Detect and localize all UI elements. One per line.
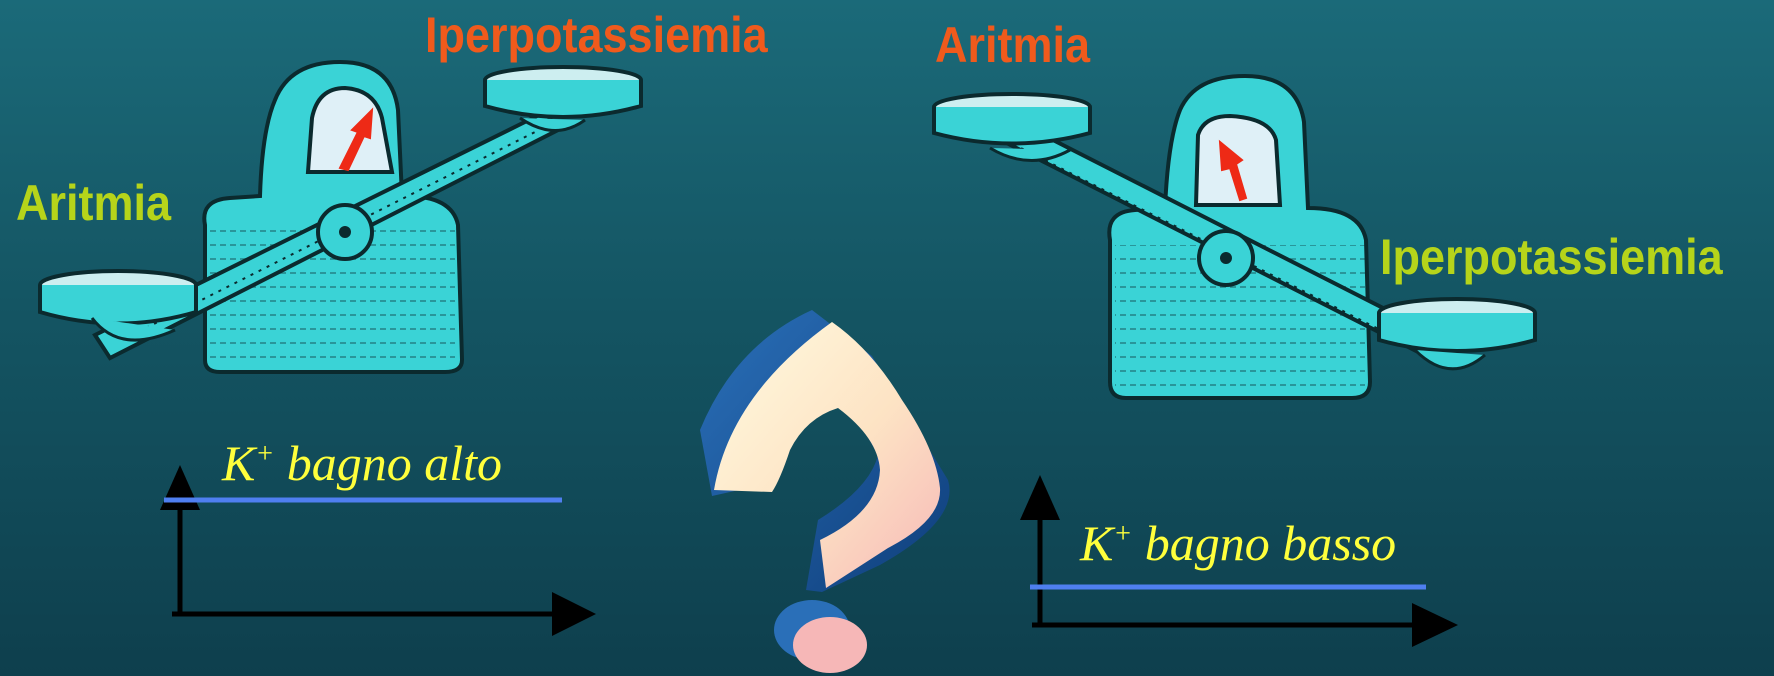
k-symbol: K — [1080, 515, 1113, 571]
left-light-pan-label: Iperpotassiemia — [425, 6, 768, 64]
left-graph-label: K+ bagno alto — [222, 434, 502, 492]
bath-condition-text: bagno alto — [287, 435, 502, 491]
left-heavy-pan-label: Aritmia — [16, 174, 171, 232]
right-graph-label: K+ bagno basso — [1080, 514, 1396, 572]
bath-condition-text: bagno basso — [1145, 515, 1396, 571]
right-heavy-pan-label: Iperpotassiemia — [1380, 228, 1723, 286]
question-mark-icon — [700, 310, 950, 673]
k-superscript: + — [1113, 518, 1132, 549]
left-x-axis-arrow-icon — [552, 592, 596, 636]
right-y-axis-arrow-icon — [1020, 475, 1060, 520]
k-superscript: + — [255, 438, 274, 469]
left-y-axis-arrow-icon — [160, 465, 200, 510]
right-x-axis-arrow-icon — [1412, 603, 1458, 647]
k-symbol: K — [222, 435, 255, 491]
right-light-pan-label: Aritmia — [935, 16, 1090, 74]
